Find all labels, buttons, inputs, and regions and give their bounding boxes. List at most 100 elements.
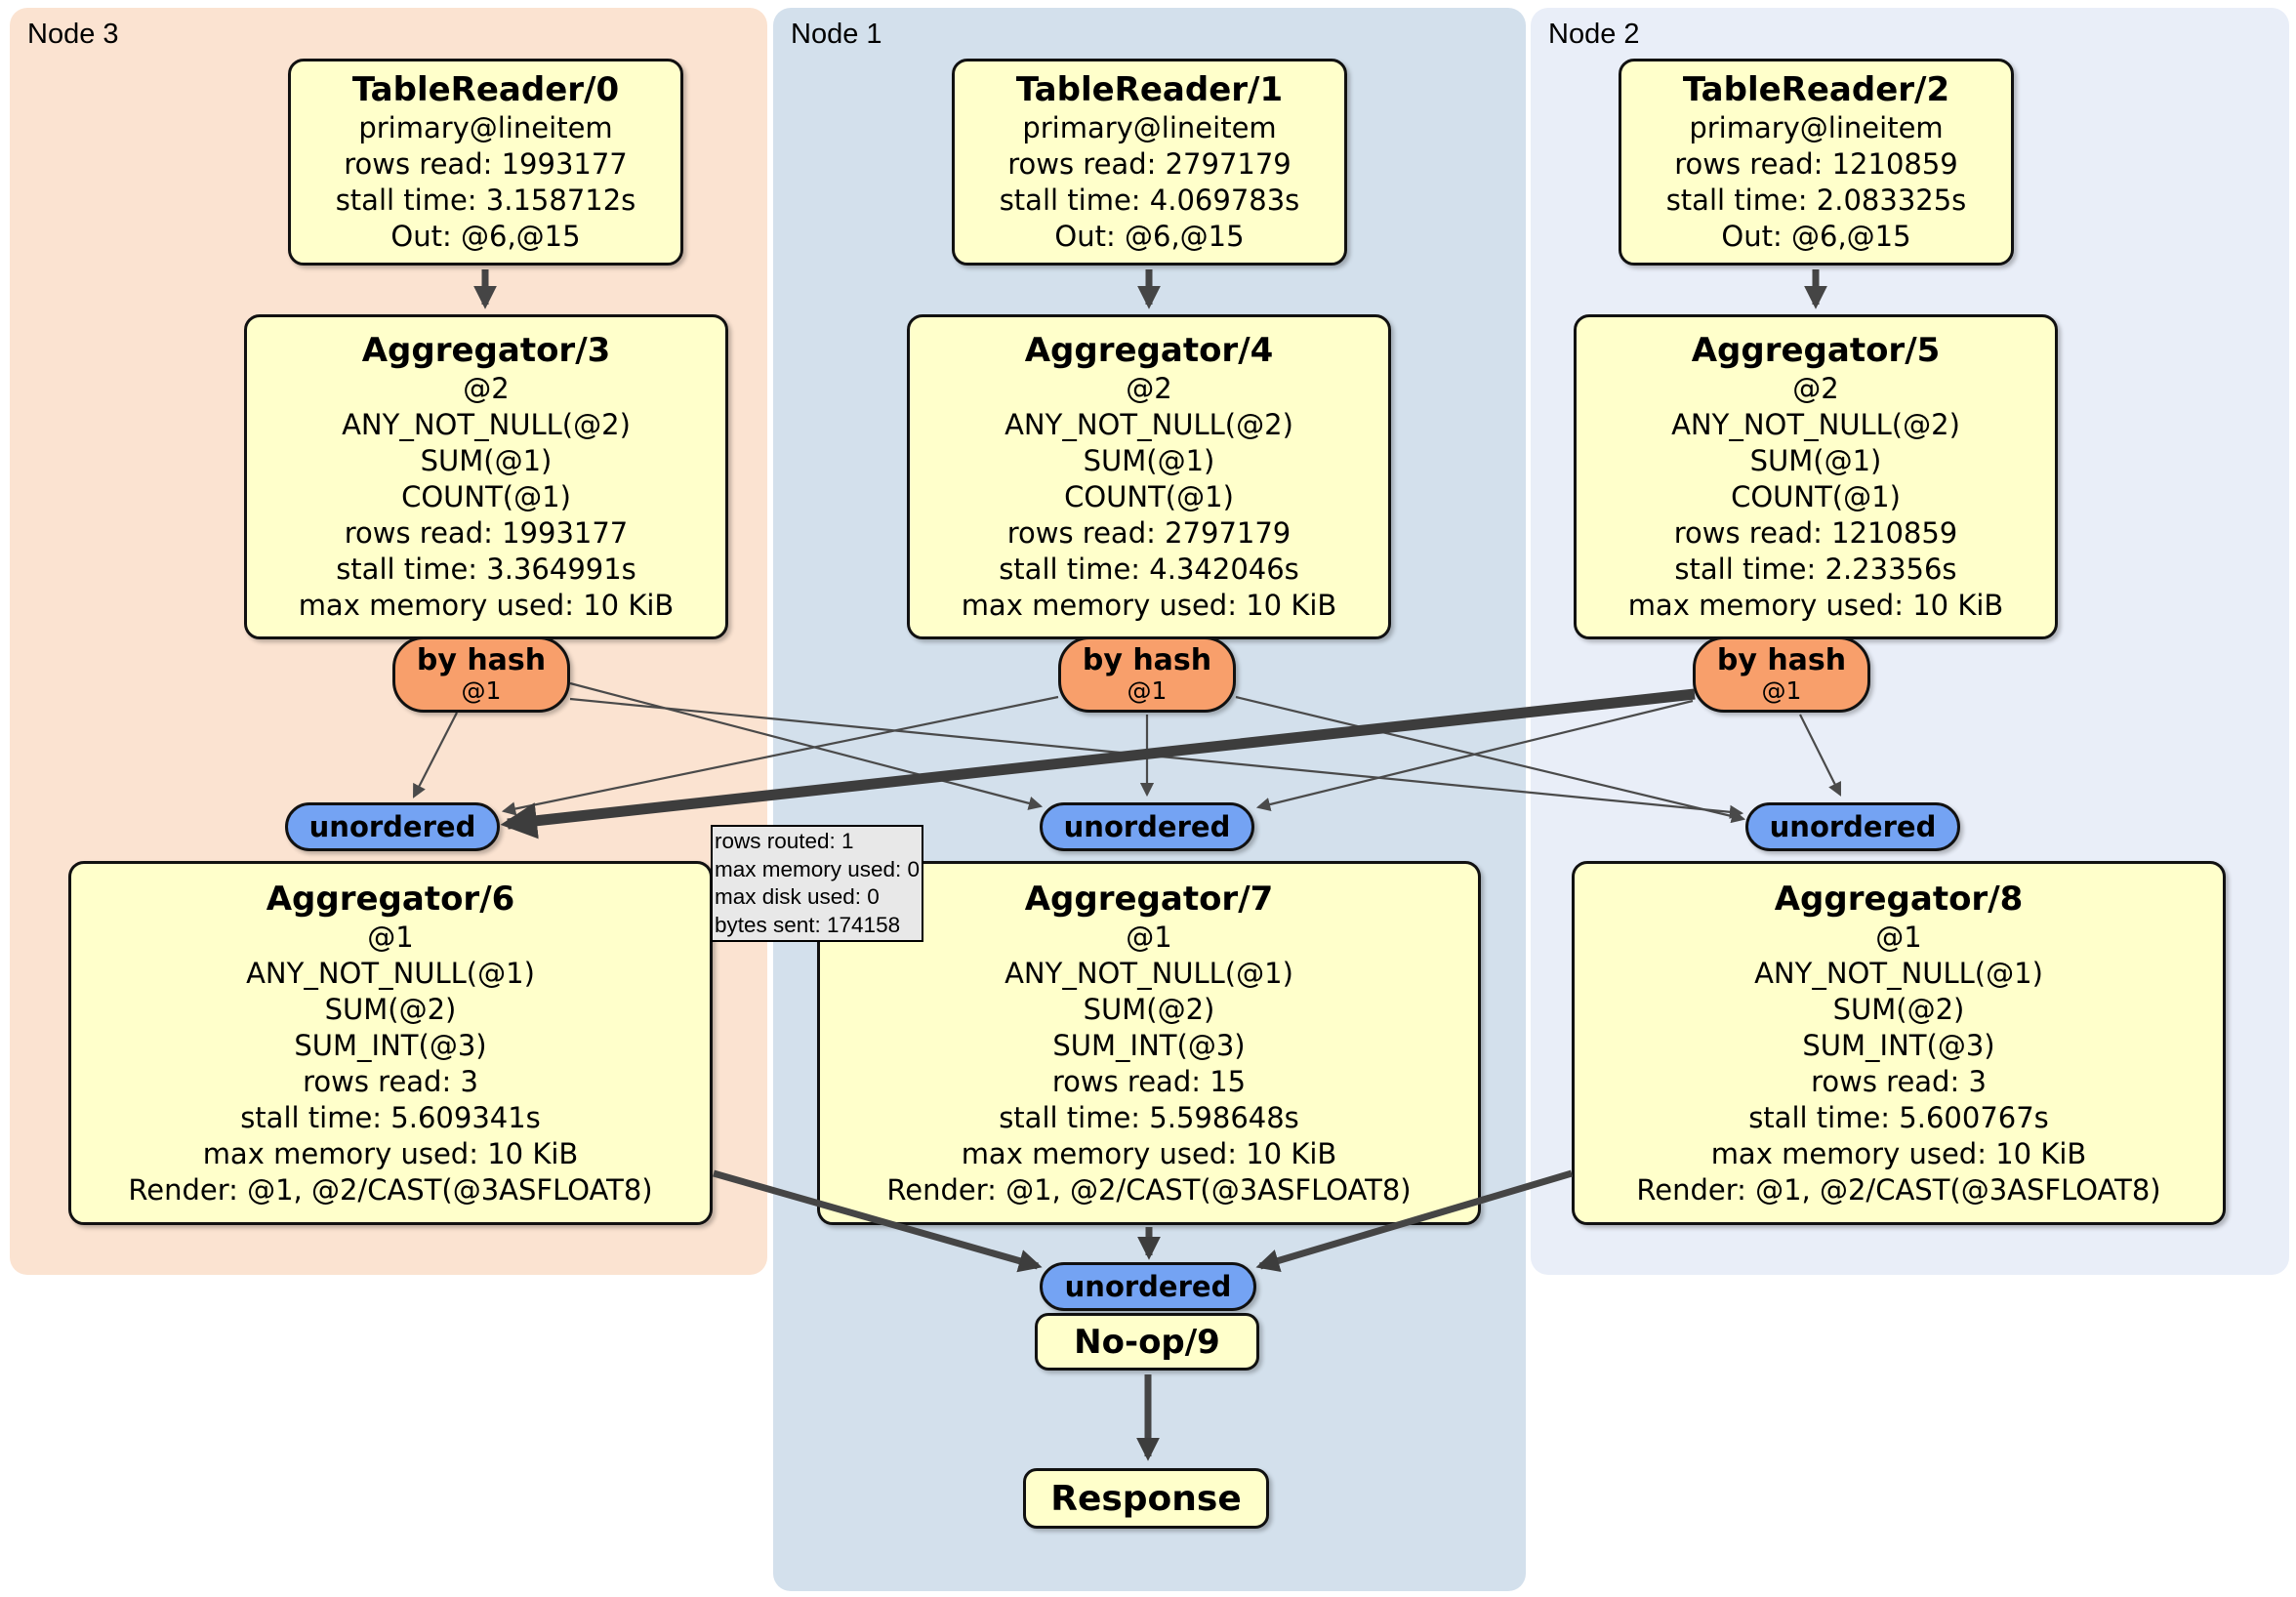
detail-line: stall time: 2.083325s (1665, 184, 1967, 217)
processor-title: TableReader/2 (1682, 70, 1950, 109)
detail-line: @1 (1875, 920, 1922, 954)
sync-label: unordered (1063, 810, 1231, 843)
detail-line: stall time: 2.23356s (1674, 553, 1957, 586)
detail-line: SUM(@1) (420, 444, 553, 477)
edge-aggregator-6-to-unordered-final (713, 1169, 1043, 1273)
detail-line: @2 (1792, 372, 1839, 405)
detail-line: rows read: 2797179 (1006, 516, 1292, 550)
router-byhash-node3: by hash @1 (392, 636, 570, 713)
panel-label: Node 3 (27, 19, 119, 50)
detail-line: COUNT(@1) (1731, 480, 1901, 513)
detail-line: @1 (367, 920, 414, 954)
processor-title: TableReader/1 (1015, 70, 1284, 109)
detail-line: rows read: 15 (1051, 1064, 1247, 1098)
processor-title: Aggregator/5 (1691, 331, 1941, 370)
router-byhash-node2: by hash @1 (1693, 636, 1870, 713)
detail-line: stall time: 4.342046s (999, 553, 1299, 586)
detail-line: SUM_INT(@3) (1052, 1028, 1246, 1062)
edge-aggregator-8-to-unordered-final (1255, 1169, 1573, 1272)
detail-line: rows read: 3 (303, 1064, 478, 1098)
detail-line: max memory used: 10 KiB (961, 1136, 1337, 1170)
detail-line: Out: @6,@15 (1054, 220, 1245, 253)
detail-line: @2 (463, 372, 510, 405)
router-key: @1 (1127, 676, 1168, 705)
sync-label: unordered (308, 810, 476, 843)
detail-line: rows read: 1993177 (344, 516, 629, 550)
detail-line: stall time: 3.364991s (336, 553, 636, 586)
detail-line: max memory used: 10 KiB (1710, 1136, 2087, 1170)
sync-unordered-node3: unordered (285, 802, 500, 851)
processor-title: Aggregator/4 (1024, 331, 1274, 370)
detail-line: ANY_NOT_NULL(@1) (1754, 956, 2043, 990)
detail-line: rows routed: 1 (714, 829, 854, 853)
detail-line: rows read: 1210859 (1674, 147, 1958, 181)
processor-title: Aggregator/3 (361, 331, 611, 370)
detail-line: ANY_NOT_NULL(@2) (1004, 408, 1293, 441)
detail-line: rows read: 2797179 (1007, 147, 1292, 181)
sync-label: unordered (1769, 810, 1937, 843)
detail-line: stall time: 5.598648s (999, 1100, 1299, 1134)
detail-line: ANY_NOT_NULL(@1) (246, 956, 535, 990)
detail-line: COUNT(@1) (401, 480, 571, 513)
detail-line: primary@lineitem (1022, 111, 1277, 144)
processor-title: No-op/9 (1074, 1322, 1220, 1362)
detail-line: Render: @1, @2/CAST(@3ASFLOAT8) (1636, 1172, 2161, 1207)
detail-line: primary@lineitem (358, 111, 613, 144)
sync-label: unordered (1064, 1270, 1232, 1303)
router-byhash-node1: by hash @1 (1058, 636, 1236, 713)
detail-line: stall time: 5.609341s (240, 1100, 541, 1134)
processor-title: Aggregator/7 (1024, 879, 1274, 919)
detail-line: SUM_INT(@3) (1802, 1028, 1995, 1062)
edge-byhash-node2-to-unordered-node3-highlighted[interactable] (500, 688, 1696, 839)
edge-byhash-node1-to-unordered-node3 (501, 695, 1059, 816)
processor-title: Aggregator/8 (1774, 879, 2024, 919)
processor-title: Response (1050, 1478, 1242, 1519)
processor-noop-9: No-op/9 (1035, 1313, 1259, 1371)
router-key: @1 (461, 676, 502, 705)
detail-line: SUM(@1) (1749, 444, 1882, 477)
router-label: by hash (416, 643, 547, 677)
detail-line: stall time: 5.600767s (1748, 1100, 2049, 1134)
detail-line: primary@lineitem (1689, 111, 1944, 144)
detail-line: rows read: 1210859 (1673, 516, 1958, 550)
detail-line: COUNT(@1) (1064, 480, 1234, 513)
detail-line: ANY_NOT_NULL(@1) (1004, 956, 1293, 990)
edge-byhash-node2-to-unordered-node1 (1255, 699, 1694, 812)
detail-line: SUM(@2) (1832, 992, 1965, 1026)
detail-line: Out: @6,@15 (390, 220, 581, 253)
detail-line: ANY_NOT_NULL(@2) (342, 408, 631, 441)
edge-byhash-node3-to-unordered-node3 (413, 712, 458, 798)
router-label: by hash (1082, 643, 1212, 677)
edge-byhash-node3-to-unordered-node1 (569, 681, 1044, 810)
edge-byhash-node1-to-unordered-node2 (1235, 695, 1746, 824)
detail-line: Render: @1, @2/CAST(@3ASFLOAT8) (886, 1172, 1412, 1207)
detail-line: bytes sent: 174158 (714, 912, 901, 937)
panel-label: Node 2 (1548, 19, 1640, 50)
detail-line: max memory used: 10 KiB (1627, 589, 2004, 622)
detail-line: Out: @6,@15 (1721, 220, 1911, 253)
detail-line: @1 (1126, 920, 1172, 954)
detail-line: max memory used: 10 KiB (202, 1136, 579, 1170)
detail-line: max disk used: 0 (714, 884, 880, 909)
detail-line: max memory used: 10 KiB (298, 589, 675, 622)
router-key: @1 (1761, 676, 1802, 705)
detail-line: rows read: 3 (1811, 1064, 1987, 1098)
